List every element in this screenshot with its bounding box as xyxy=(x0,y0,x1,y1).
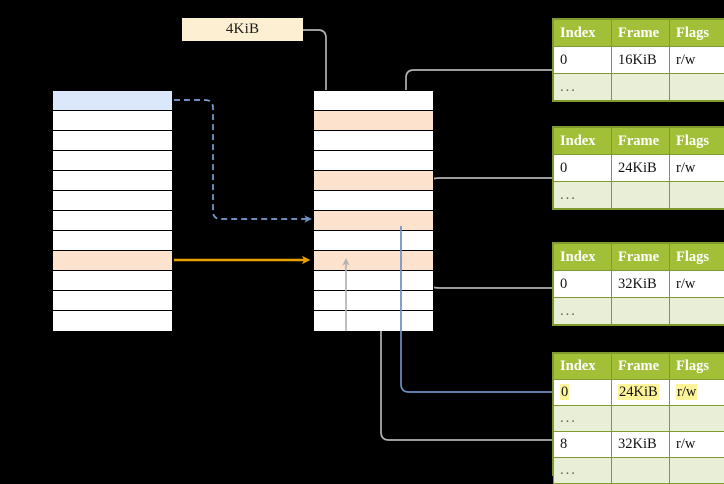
virtual-cell-row-5 xyxy=(53,191,172,211)
pt4-r2-flags: r/w xyxy=(670,432,724,458)
table-row: ... xyxy=(554,406,724,432)
arrow-pt2-to-physical xyxy=(419,178,552,211)
page-table-1: Index Frame Flags 0 16KiB r/w ... xyxy=(552,18,724,102)
virtual-cell-row-0 xyxy=(53,91,172,111)
pt1-r1-index: ... xyxy=(554,74,612,101)
physical-cell-row-7 xyxy=(314,231,433,251)
virtual-cell-row-2 xyxy=(53,131,172,151)
virtual-address-space-column xyxy=(52,90,173,331)
pt1-header-index: Index xyxy=(554,20,612,47)
pt4-r3-flags xyxy=(670,458,724,484)
pt4-r1-index: ... xyxy=(554,406,612,432)
physical-cell-row-5 xyxy=(314,191,433,211)
physical-cell-row-1 xyxy=(314,111,433,131)
pt2-r0-frame: 24KiB xyxy=(612,155,670,182)
pt4-r0-flags: r/w xyxy=(670,380,724,406)
pt1-r1-flags xyxy=(670,74,724,101)
pt4-header-frame: Frame xyxy=(612,354,670,380)
table-row: ... xyxy=(554,458,724,484)
pt4-r2-index: 8 xyxy=(554,432,612,458)
table-row: ... xyxy=(554,298,724,325)
pt3-r1-flags xyxy=(670,298,724,325)
pt4-header-flags: Flags xyxy=(670,354,724,380)
page-table-2: Index Frame Flags 0 24KiB r/w ... xyxy=(552,126,724,210)
physical-cell-row-6 xyxy=(314,211,433,231)
pt3-r1-index: ... xyxy=(554,298,612,325)
pt1-r0-index: 0 xyxy=(554,47,612,74)
table-row: ... xyxy=(554,74,724,101)
pt2-r1-flags xyxy=(670,182,724,209)
virtual-cell-row-8 xyxy=(53,251,172,271)
pt3-r0-frame: 32KiB xyxy=(612,271,670,298)
table-row: ... xyxy=(554,182,724,209)
pt4-r0-index: 0 xyxy=(554,380,612,406)
pt2-header-frame: Frame xyxy=(612,128,670,155)
pt1-header-flags: Flags xyxy=(670,20,724,47)
pt3-r0-flags: r/w xyxy=(670,271,724,298)
physical-cell-row-8 xyxy=(314,251,433,271)
pt4-r0-frame: 24KiB xyxy=(612,380,670,406)
table-row: 0 24KiB r/w xyxy=(554,155,724,182)
pt1-r1-frame xyxy=(612,74,670,101)
physical-cell-row-3 xyxy=(314,151,433,171)
arrow-physical-to-pt3 xyxy=(419,268,552,288)
arrow-virtual-to-physical-dashed xyxy=(174,100,308,219)
physical-memory-column xyxy=(313,90,434,331)
physical-cell-row-4 xyxy=(314,171,433,191)
physical-cell-row-0 xyxy=(314,91,433,111)
pt2-header-index: Index xyxy=(554,128,612,155)
table-row: 8 32KiB r/w xyxy=(554,432,724,458)
table-row: 0 24KiB r/w xyxy=(554,380,724,406)
pt1-r0-frame: 16KiB xyxy=(612,47,670,74)
pt4-r1-flags xyxy=(670,406,724,432)
pt2-r1-index: ... xyxy=(554,182,612,209)
pt4-header-index: Index xyxy=(554,354,612,380)
page-table-3: Index Frame Flags 0 32KiB r/w ... xyxy=(552,242,724,326)
physical-cell-row-10 xyxy=(314,291,433,311)
virtual-cell-row-7 xyxy=(53,231,172,251)
pt1-header-frame: Frame xyxy=(612,20,670,47)
pt3-r0-index: 0 xyxy=(554,271,612,298)
virtual-cell-row-9 xyxy=(53,271,172,291)
callout-label: 4KiB xyxy=(226,21,259,37)
table-row: 0 32KiB r/w xyxy=(554,271,724,298)
pt3-header-index: Index xyxy=(554,244,612,271)
virtual-cell-row-4 xyxy=(53,171,172,191)
pt2-r0-flags: r/w xyxy=(670,155,724,182)
pt2-r0-index: 0 xyxy=(554,155,612,182)
pt4-r3-index: ... xyxy=(554,458,612,484)
pt4-r3-frame xyxy=(612,458,670,484)
pt3-header-frame: Frame xyxy=(612,244,670,271)
physical-cell-row-2 xyxy=(314,131,433,151)
callout-4kib: 4KiB xyxy=(182,18,303,41)
virtual-cell-row-11 xyxy=(53,311,172,331)
pt3-r1-frame xyxy=(612,298,670,325)
physical-cell-row-11 xyxy=(314,311,433,331)
virtual-cell-row-6 xyxy=(53,211,172,231)
pt4-r1-frame xyxy=(612,406,670,432)
table-row: 0 16KiB r/w xyxy=(554,47,724,74)
virtual-cell-row-10 xyxy=(53,291,172,311)
pt4-r2-frame: 32KiB xyxy=(612,432,670,458)
page-table-4: Index Frame Flags 0 24KiB r/w ... 8 32Ki… xyxy=(552,352,724,476)
pt3-header-flags: Flags xyxy=(670,244,724,271)
pt2-header-flags: Flags xyxy=(670,128,724,155)
virtual-cell-row-1 xyxy=(53,111,172,131)
pt1-r0-flags: r/w xyxy=(670,47,724,74)
virtual-cell-row-3 xyxy=(53,151,172,171)
physical-cell-row-9 xyxy=(314,271,433,291)
pt2-r1-frame xyxy=(612,182,670,209)
